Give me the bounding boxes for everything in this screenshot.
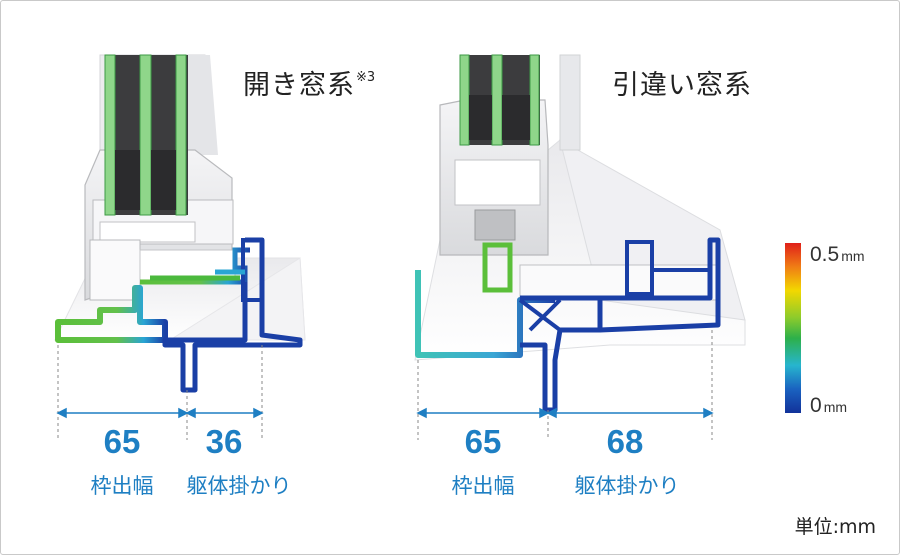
- casement-body-overlap-label: 躯体掛かり: [186, 474, 292, 498]
- sliding-title: 引違い窓系: [612, 70, 752, 101]
- sliding-section-drawing: [414, 54, 746, 413]
- casement-frame-width-value: 65: [103, 423, 141, 460]
- sliding-frame-width-label: 枠出幅: [451, 474, 515, 498]
- dimension-lines: [57, 330, 713, 440]
- sliding-body-overlap-value: 68: [606, 423, 644, 460]
- casement-title: 開き窓系※3: [243, 70, 376, 101]
- dimension-arrows: [56, 407, 714, 419]
- unit-note: 単位:mm: [794, 516, 876, 538]
- sliding-frame-width-value: 65: [464, 423, 502, 460]
- sliding-body-overlap-label: 躯体掛かり: [574, 474, 680, 498]
- casement-section-drawing: [54, 54, 306, 393]
- casement-frame-width-label: 枠出幅: [90, 474, 154, 498]
- casement-title-note: ※3: [356, 70, 376, 85]
- deformation-color-scale: [785, 243, 801, 413]
- casement-body-overlap-value: 36: [205, 423, 243, 460]
